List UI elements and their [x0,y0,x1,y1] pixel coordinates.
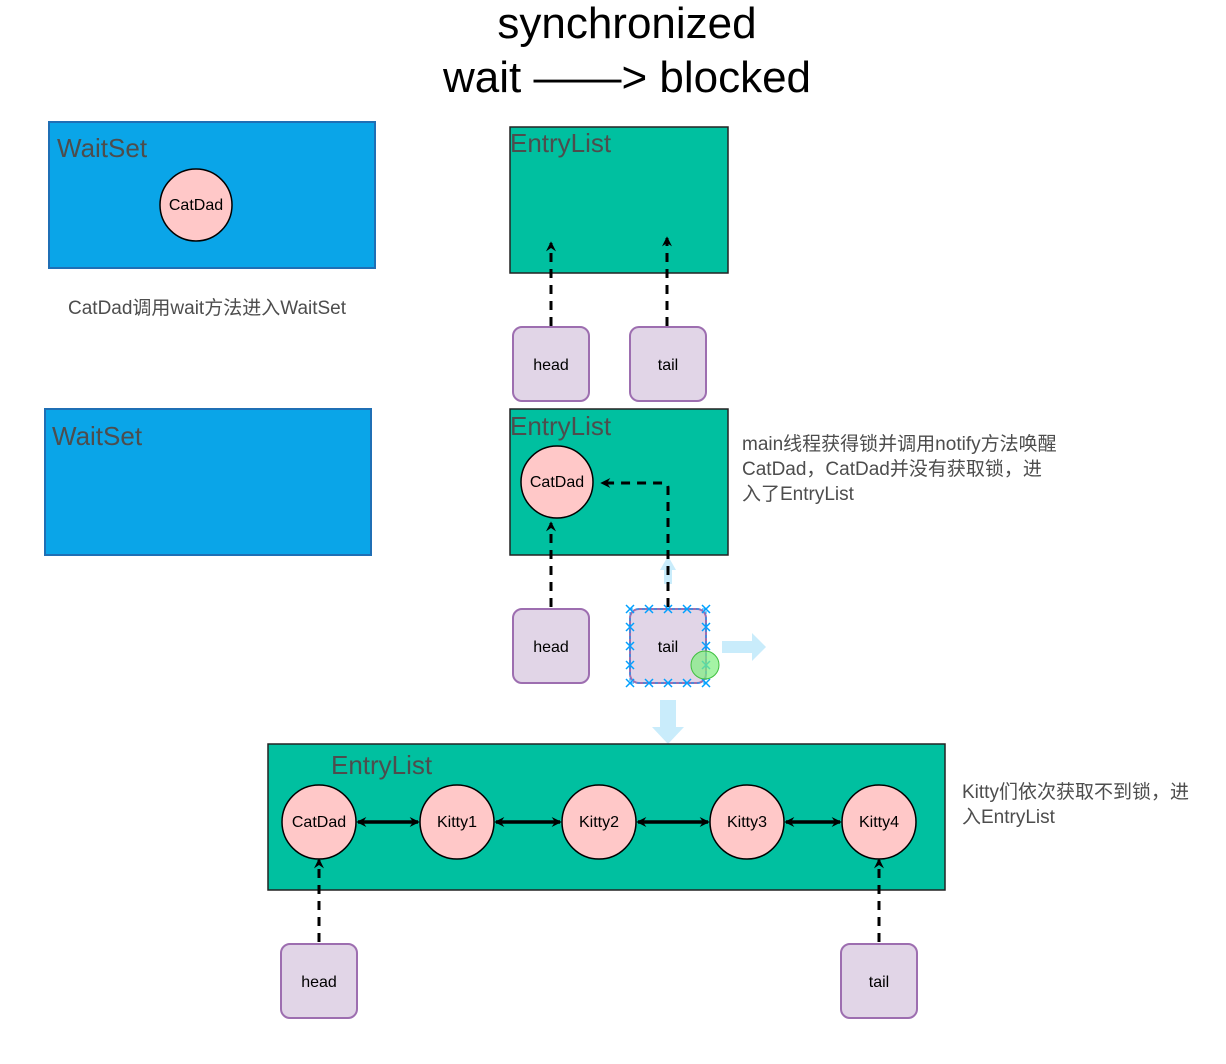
title-line-1: synchronized [497,0,756,48]
selection-handle-icon[interactable] [682,678,692,688]
waitset-box-2 [44,408,372,556]
thread-node[interactable]: CatDad [159,168,233,242]
stage-1-note: CatDad调用wait方法进入WaitSet [68,297,347,319]
selection-handle-icon[interactable] [644,678,654,688]
selection-handle-icon[interactable] [701,678,711,688]
title-line-2: wait ——> blocked [442,53,811,102]
selection-handle-icon[interactable] [625,660,635,670]
selection-handle-icon[interactable] [663,678,673,688]
head-pointer-3[interactable]: head [280,943,358,1019]
stage-3: EntryList CatDad Kitty1 Kitty2 Kitty3 Kitty4… [267,743,1189,1019]
connection-point-icon[interactable] [690,650,720,680]
selection-handle-icon[interactable] [701,641,711,651]
thread-node[interactable]: CatDad [520,445,594,519]
thread-label: Kitty4 [859,814,899,831]
waitset-label-1: WaitSet [57,133,148,163]
entrylist-label-1: EntryList [510,128,612,158]
entrylist-label-3: EntryList [331,750,433,780]
stage-2-note-line-1: main线程获得锁并调用notify方法唤醒 [742,433,1057,455]
thread-label: CatDad [169,197,223,214]
thread-label: CatDad [530,474,584,491]
thread-label: Kitty2 [579,814,619,831]
tail-label: tail [869,974,889,991]
stage-3-note-line-2: 入EntryList [962,807,1056,828]
tail-label: tail [658,639,678,656]
selection-handle-icon[interactable] [625,641,635,651]
head-label: head [301,974,337,991]
thread-node[interactable]: Kitty1 [419,784,495,860]
selection-handle-icon[interactable] [625,622,635,632]
selection-handle-icon[interactable] [682,604,692,614]
head-pointer-2[interactable]: head [512,608,590,684]
stage-2-note-line-2: CatDad，CatDad并没有获取锁，进 [742,458,1042,480]
tail-pointer-3[interactable]: tail [840,943,918,1019]
thread-node[interactable]: Kitty2 [561,784,637,860]
selection-handle-icon[interactable] [625,604,635,614]
stage-2: WaitSet EntryList CatDad head tail main线… [44,408,1057,744]
tail-pointer-2-selected[interactable]: tail [625,604,720,688]
selection-handle-icon[interactable] [663,604,673,614]
entrylist-label-2: EntryList [510,411,612,441]
thread-label: CatDad [292,814,346,831]
stage-3-note-line-1: Kitty们依次获取不到锁，进 [962,781,1189,803]
thread-node[interactable]: CatDad [281,784,357,860]
selection-handle-icon[interactable] [701,604,711,614]
head-label: head [533,357,569,374]
thread-node[interactable]: Kitty4 [841,784,917,860]
tail-pointer-1[interactable]: tail [629,326,707,402]
tail-label: tail [658,357,678,374]
selection-handle-icon[interactable] [625,678,635,688]
thread-node[interactable]: Kitty3 [709,784,785,860]
move-handle-right-icon[interactable] [722,633,766,661]
thread-chain: CatDad Kitty1 Kitty2 Kitty3 Kitty4 [281,784,917,860]
stage-1: WaitSet CatDad CatDad调用wait方法进入WaitSet E… [48,121,729,402]
head-label: head [533,639,569,656]
thread-label: Kitty1 [437,814,477,831]
thread-label: Kitty3 [727,814,767,831]
selection-handle-icon[interactable] [701,622,711,632]
move-handle-down-icon[interactable] [652,700,684,744]
selection-handle-icon[interactable] [644,604,654,614]
stage-2-note-line-3: 入了EntryList [742,484,855,505]
head-pointer-1[interactable]: head [512,326,590,402]
waitset-label-2: WaitSet [52,421,143,451]
tail-to-catdad-arrow [600,478,670,607]
